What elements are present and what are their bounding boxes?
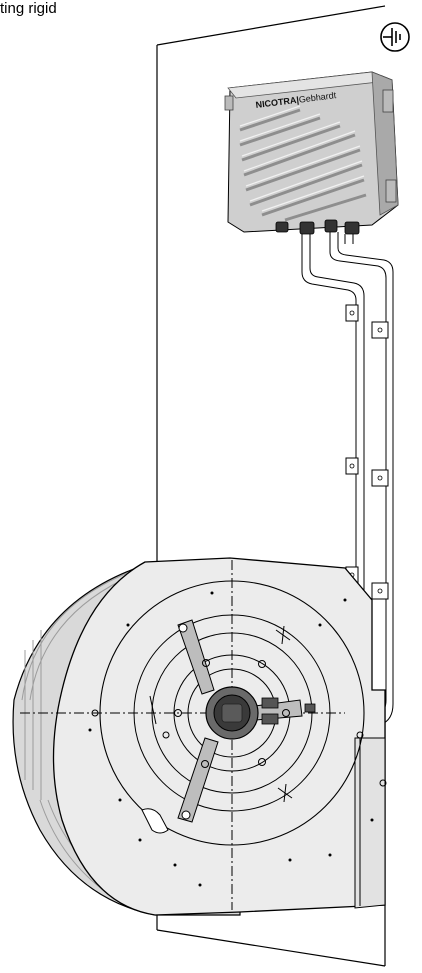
crosshair-marks bbox=[149, 625, 293, 803]
cable-glands bbox=[275, 219, 360, 235]
mounting-holes bbox=[91, 659, 387, 787]
ground-icon bbox=[380, 22, 410, 52]
motor-hub bbox=[205, 686, 259, 740]
motor-connectors bbox=[261, 697, 316, 725]
controller-unit: NICOTRA|Gebhardt bbox=[224, 71, 399, 235]
partial-caption: ting rigid bbox=[0, 0, 57, 17]
side-notch bbox=[141, 808, 169, 834]
cable-clamps bbox=[345, 304, 389, 600]
fan-housing bbox=[12, 557, 386, 916]
rivet-dots bbox=[88, 591, 374, 887]
